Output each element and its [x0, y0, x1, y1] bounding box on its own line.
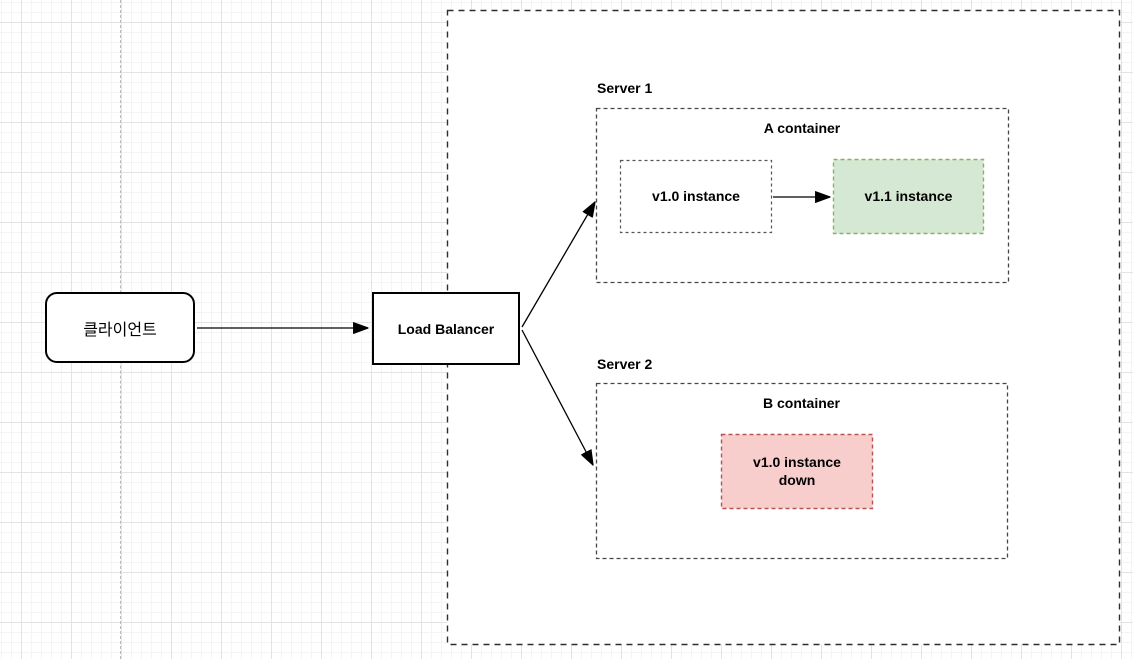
client-node[interactable]: 클라이언트	[45, 292, 195, 363]
v10-down-instance-label: v1.0 instance down	[721, 434, 873, 509]
load-balancer-node[interactable]: Load Balancer	[372, 292, 520, 365]
server1-label: Server 1	[597, 80, 653, 96]
server2-box[interactable]	[595, 382, 1009, 560]
a-container-label: A container	[763, 120, 841, 136]
v11-instance-box[interactable]	[833, 159, 984, 234]
v10-down-instance-border	[720, 433, 874, 510]
b-container-label: B container	[762, 395, 840, 411]
v11-instance-label: v1.1 instance	[864, 187, 953, 204]
cluster-container-box[interactable]	[446, 9, 1121, 646]
load-balancer-label: Load Balancer	[397, 320, 495, 337]
client-label: 클라이언트	[83, 321, 157, 339]
v10-instance-box[interactable]	[619, 159, 773, 234]
server1-box[interactable]	[595, 107, 1010, 284]
v10-instance-label: v1.0 instance	[652, 187, 740, 204]
v10-down-instance-text: v1.0 instance down	[753, 454, 841, 488]
v10-down-instance-box[interactable]	[721, 434, 873, 509]
server2-label: Server 2	[597, 356, 653, 372]
